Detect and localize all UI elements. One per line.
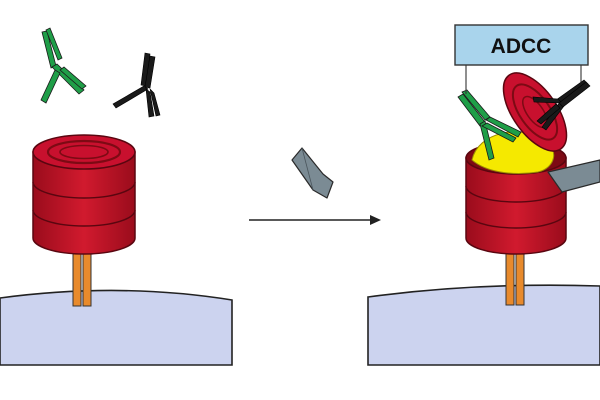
middle-panel	[249, 147, 381, 225]
cell-surface-right	[367, 284, 600, 366]
antibody-icon	[457, 89, 522, 161]
antibody-icon	[40, 27, 87, 104]
adcc-label: ADCC	[491, 35, 552, 58]
left-panel	[0, 27, 233, 366]
antibody-icon	[112, 52, 161, 118]
cell-surface-left	[0, 289, 233, 366]
right-panel: ADCC	[367, 24, 600, 366]
arrow-right-icon	[249, 215, 381, 225]
receptor-barrel-left	[32, 134, 136, 255]
label-connectors	[465, 64, 582, 94]
fragment-icon	[547, 159, 600, 193]
fragment-icon	[291, 147, 334, 199]
adcc-label-box: ADCC	[454, 24, 589, 66]
antibody-icon	[532, 79, 591, 131]
